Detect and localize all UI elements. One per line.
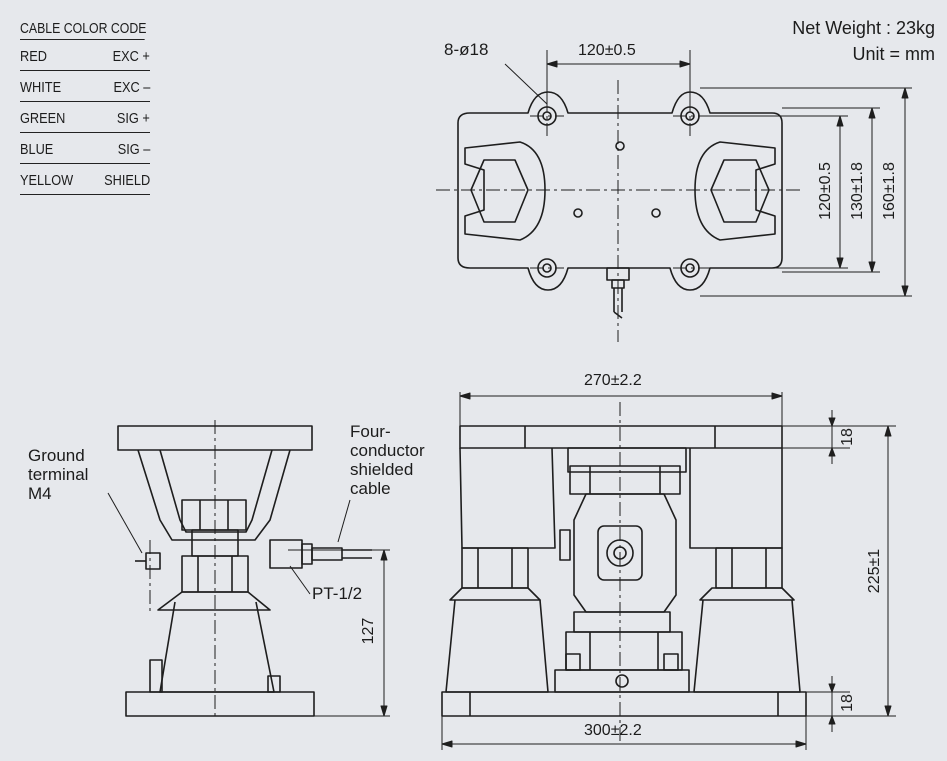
dim-total-height: 225±1	[866, 548, 883, 594]
dim-outer-height: 160±1.8	[881, 162, 898, 220]
holes-label: 8-ø18	[444, 40, 489, 59]
dim-bottom-width: 300±2.2	[584, 722, 642, 739]
cable-color-code-table: CABLE COLOR CODE RED EXC + WHITE EXC – G…	[20, 20, 150, 195]
dim-hole-spacing-x: 120±0.5	[578, 42, 636, 59]
dim-side-height: 127	[360, 617, 377, 645]
cable-color: YELLOW	[20, 172, 74, 189]
dim-top-width: 270±2.2	[584, 372, 642, 389]
dim-top-plate: 18	[839, 428, 856, 446]
cable-signal: SHIELD	[103, 172, 150, 189]
cable-color: BLUE	[20, 141, 54, 158]
dim-hole-spacing-y: 120±0.5	[817, 162, 834, 220]
cable-signal: EXC +	[112, 48, 150, 65]
cable-signal: EXC –	[113, 79, 150, 96]
dim-inner-height: 130±1.8	[849, 162, 866, 220]
cable-color: GREEN	[20, 110, 66, 127]
side-view	[117, 425, 372, 717]
thread-label: PT-1/2	[312, 584, 363, 603]
cable-color-row: GREEN SIG +	[20, 102, 150, 133]
net-weight-note: Net Weight : 23kg	[792, 18, 935, 38]
unit-note: Unit = mm	[852, 44, 935, 64]
cable-color-row: YELLOW SHIELD	[20, 164, 150, 195]
cable-color: WHITE	[20, 79, 62, 96]
ground-terminal-label: Ground terminal M4	[28, 446, 89, 503]
top-view	[457, 91, 783, 319]
cable-color-code-title: CABLE COLOR CODE	[20, 20, 146, 40]
cable-color-row: WHITE EXC –	[20, 71, 150, 102]
cable-color-row: BLUE SIG –	[20, 133, 150, 164]
dim-bottom-plate: 18	[839, 694, 856, 712]
cable-color: RED	[20, 48, 47, 65]
cable-signal: SIG –	[117, 141, 150, 158]
cable-signal: SIG +	[117, 110, 150, 127]
front-view	[441, 425, 807, 717]
cable-color-row: RED EXC +	[20, 40, 150, 71]
cable-label: Four- conductor shielded cable	[350, 422, 425, 498]
